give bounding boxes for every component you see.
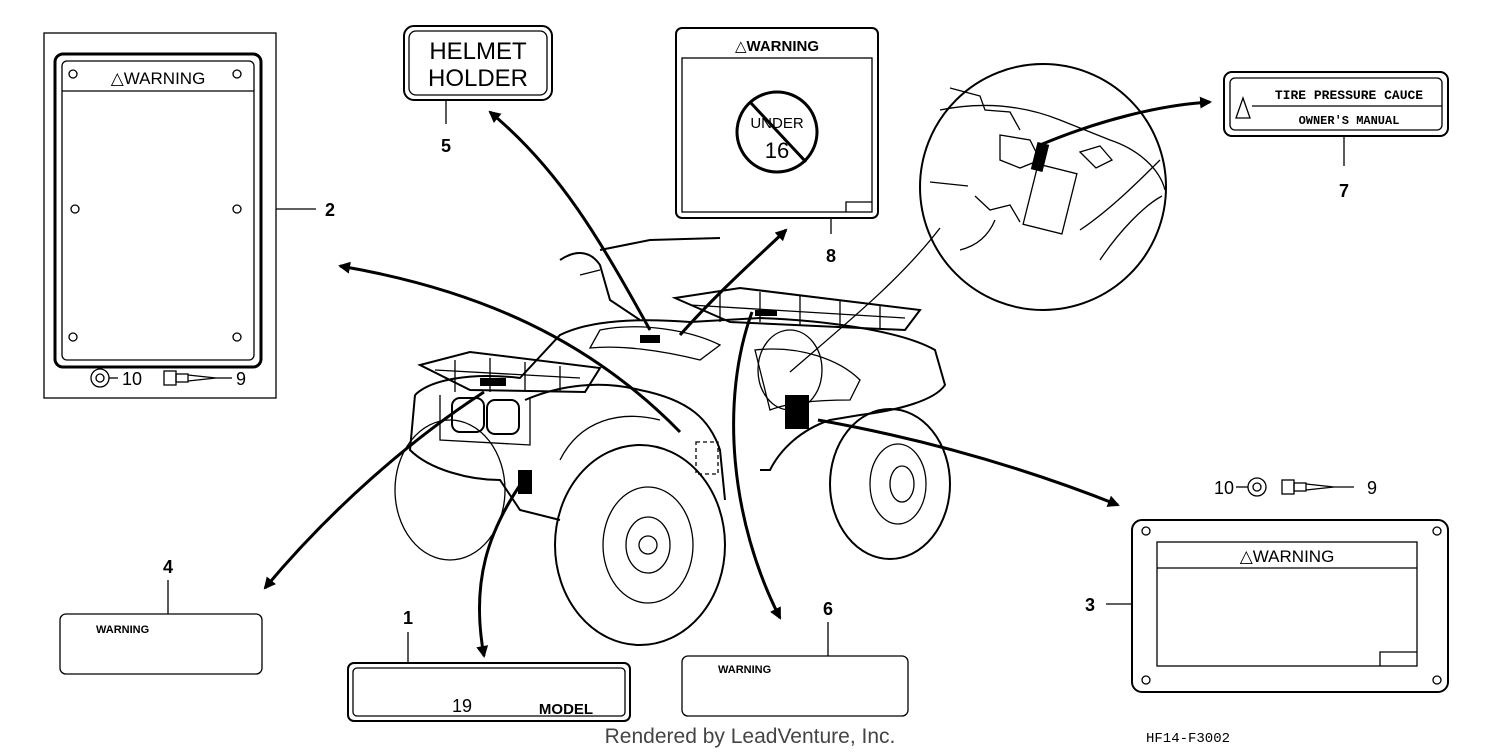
- part-number-8: 8: [826, 246, 836, 266]
- warning-label-3[interactable]: △WARNING: [1131, 519, 1449, 693]
- warning-label-6[interactable]: WARNING: [681, 655, 909, 717]
- part-number-1: 1: [403, 608, 413, 628]
- warning-label-3-text: △WARNING: [1240, 547, 1335, 566]
- warning-label-2[interactable]: △WARNING: [43, 32, 277, 399]
- part-number-10a: 10: [122, 369, 142, 389]
- under-16-warning-label[interactable]: △WARNING UNDER 16: [675, 27, 879, 219]
- part-number-9b: 9: [1367, 478, 1377, 498]
- model-year-label-year: 19: [452, 696, 472, 716]
- tire-pressure-label[interactable]: TIRE PRESSURE CAUCE OWNER'S MANUAL: [1223, 71, 1449, 137]
- tire-pressure-label-line1: TIRE PRESSURE CAUCE: [1275, 88, 1423, 103]
- warning-label-4-text: WARNING: [96, 624, 149, 636]
- footer-credit: Rendered by LeadVenture, Inc.: [605, 725, 896, 748]
- warning-label-6-text: WARNING: [718, 664, 771, 676]
- model-year-label-1[interactable]: 19 MODEL: [347, 662, 631, 722]
- part-number-7: 7: [1339, 181, 1349, 201]
- rivet-icon: [163, 370, 217, 386]
- part-number-10b: 10: [1214, 478, 1234, 498]
- part-number-5: 5: [441, 136, 451, 156]
- diagram-code: HF14-F3002: [1146, 731, 1230, 747]
- model-year-label-model: MODEL: [539, 701, 593, 718]
- helmet-holder-line2: HOLDER: [428, 65, 528, 92]
- helmet-holder-label[interactable]: HELMET HOLDER: [403, 25, 553, 101]
- under-16-label-heading: △WARNING: [735, 38, 819, 55]
- washer-icon: [90, 368, 110, 388]
- atv-illustration: [394, 237, 951, 646]
- under-16-label-age: 16: [765, 138, 789, 163]
- under-16-label-under: UNDER: [750, 115, 804, 132]
- detail-magnifier: [919, 63, 1167, 311]
- part-number-9a: 9: [236, 369, 246, 389]
- part-number-4: 4: [163, 557, 173, 577]
- helmet-holder-line1: HELMET: [429, 38, 527, 65]
- part-number-2: 2: [325, 200, 335, 220]
- washer-icon-right: [1247, 477, 1267, 497]
- warning-label-4[interactable]: WARNING: [59, 613, 263, 675]
- tire-pressure-label-line2: OWNER'S MANUAL: [1299, 114, 1400, 128]
- part-number-3: 3: [1085, 595, 1095, 615]
- part-number-6: 6: [823, 599, 833, 619]
- warning-label-2-text: △WARNING: [111, 69, 206, 88]
- rivet-icon-right: [1281, 479, 1335, 495]
